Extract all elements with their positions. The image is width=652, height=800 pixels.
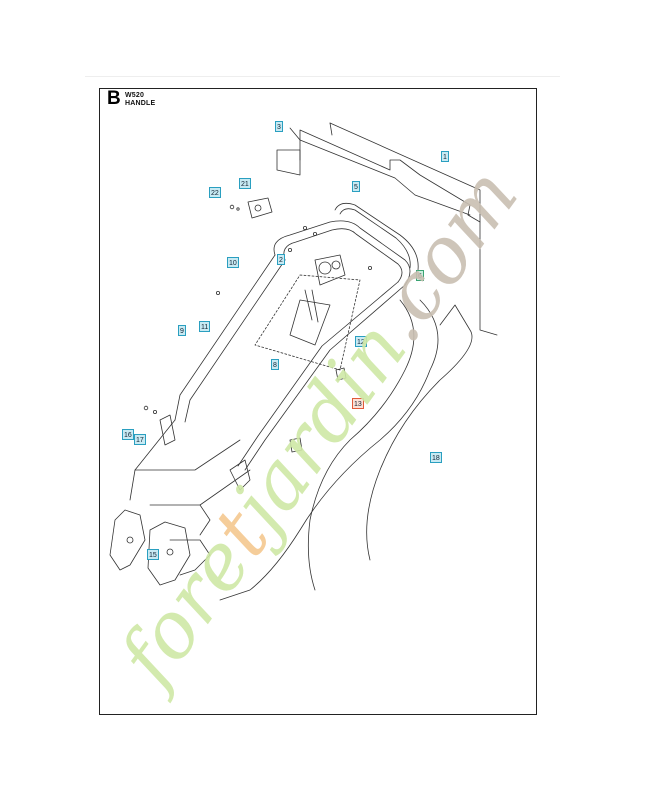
callout-12: 12: [355, 336, 367, 347]
callout-16: 16: [122, 429, 134, 440]
callout-9: 9: [178, 325, 186, 336]
callout-18: 18: [430, 452, 442, 463]
callout-21: 21: [239, 178, 251, 189]
callout-1: 1: [441, 151, 449, 162]
callout-15: 15: [147, 549, 159, 560]
section-letter: B: [107, 88, 121, 109]
top-divider: [85, 76, 560, 77]
callout-11: 11: [199, 321, 211, 332]
callout-17: 17: [134, 434, 146, 445]
callout-3: 3: [275, 121, 283, 132]
callout-22: 22: [209, 187, 221, 198]
callout-10: 10: [227, 257, 239, 268]
section-model: W520: [125, 92, 145, 99]
section-title: HANDLE: [125, 100, 156, 107]
callout-2: 2: [277, 254, 285, 265]
diagram-frame: [99, 88, 537, 715]
callout-6: 6: [416, 270, 424, 281]
callout-13: 13: [352, 398, 364, 409]
callout-8: 8: [271, 359, 279, 370]
watermark-text: foretjardin.com: [100, 152, 536, 705]
callout-5: 5: [352, 181, 360, 192]
